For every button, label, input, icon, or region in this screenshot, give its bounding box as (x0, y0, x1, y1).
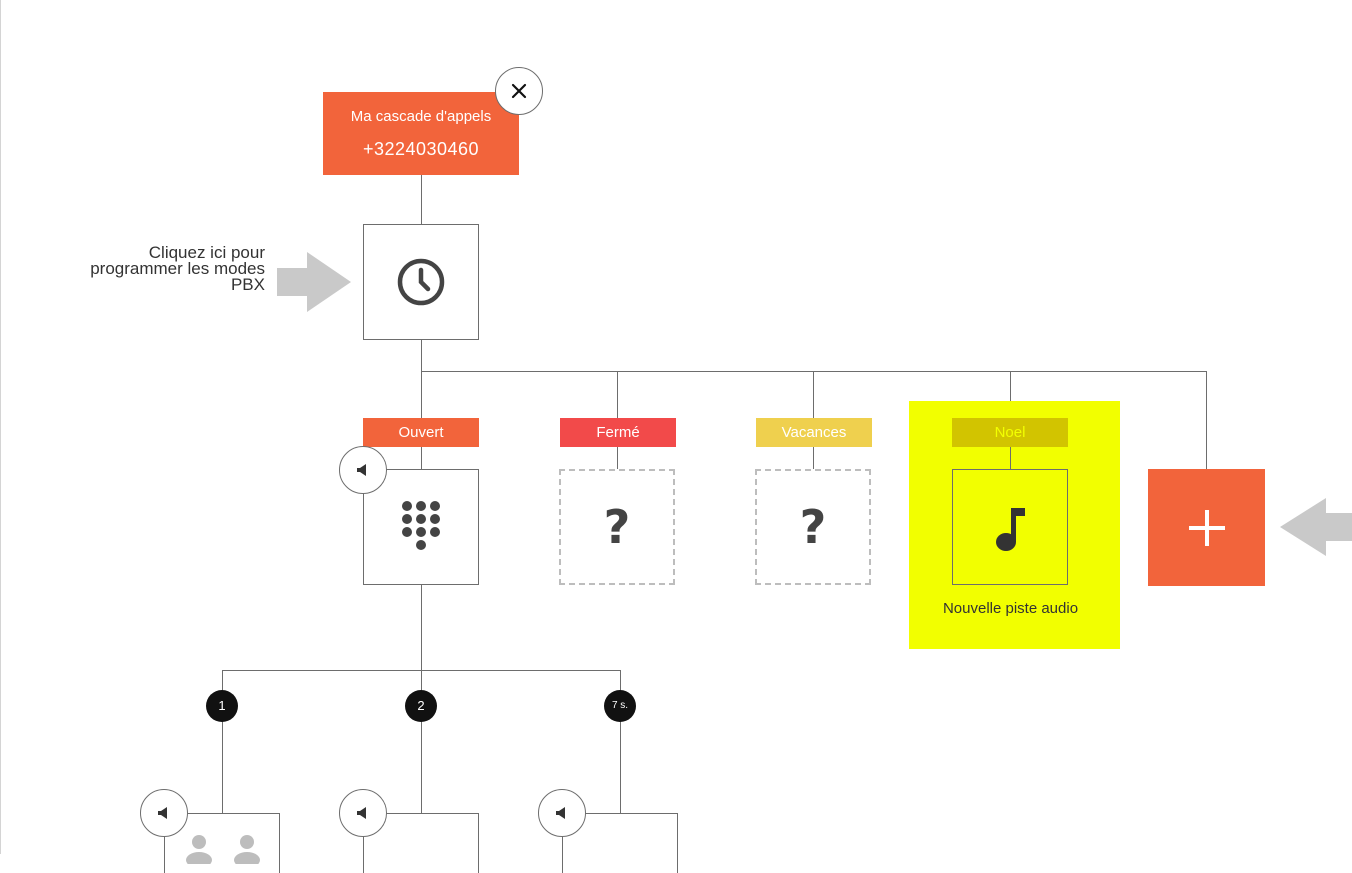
music-note-icon (996, 508, 1025, 551)
audio-prompt-button[interactable] (538, 789, 586, 837)
connector (620, 670, 621, 814)
close-button[interactable] (495, 67, 543, 115)
question-mark-icon: ? (603, 500, 631, 554)
connector (421, 175, 422, 224)
left-border (0, 0, 1, 854)
question-mark-icon: ? (799, 500, 827, 554)
step-badge: 7 s. (604, 690, 636, 722)
close-icon (511, 83, 527, 99)
connector (617, 447, 618, 469)
audio-prompt-button[interactable] (140, 789, 188, 837)
plus-icon (1188, 509, 1225, 546)
connector (421, 339, 422, 419)
arrow-left-icon (1280, 498, 1352, 556)
audio-track-caption: Nouvelle piste audio (942, 600, 1079, 617)
speaker-icon (357, 464, 366, 476)
connector (1010, 447, 1011, 469)
schedule-button[interactable] (363, 224, 479, 340)
audio-prompt-button[interactable] (339, 446, 387, 494)
connector (1206, 371, 1207, 469)
mode-tag-ferme[interactable]: Fermé (560, 418, 676, 447)
audio-prompt-button[interactable] (339, 789, 387, 837)
call-flow-number: +3224030460 (362, 139, 480, 159)
call-flow-root-card[interactable]: Ma cascade d'appels +3224030460 (323, 92, 519, 175)
hint-line: programmer les modes (90, 259, 265, 278)
step-badge: 2 (405, 690, 437, 722)
clock-icon (397, 258, 445, 306)
hint-line: PBX (230, 275, 265, 294)
connector (813, 447, 814, 469)
schedule-hint: Cliquez ici pour programmer les modes PB… (40, 243, 265, 294)
dialpad-icon (402, 501, 440, 550)
speaker-icon (158, 807, 167, 819)
connector (222, 670, 223, 814)
audio-track-box[interactable] (952, 469, 1068, 585)
connector (421, 447, 422, 469)
mode-tag-ouvert[interactable]: Ouvert (363, 418, 479, 447)
step-badge: 1 (206, 690, 238, 722)
call-flow-name: Ma cascade d'appels (350, 108, 492, 125)
hint-line: Cliquez ici pour (148, 243, 265, 262)
add-mode-button[interactable] (1148, 469, 1265, 586)
mode-tag-vacances[interactable]: Vacances (756, 418, 872, 447)
empty-slot-ferme[interactable]: ? (559, 469, 675, 585)
connector (421, 670, 422, 814)
empty-slot-vacances[interactable]: ? (755, 469, 871, 585)
ivr-menu-box[interactable] (363, 469, 479, 585)
connector (421, 585, 422, 671)
arrow-right-icon (277, 252, 351, 312)
speaker-icon (357, 807, 366, 819)
speaker-icon (556, 807, 565, 819)
mode-tag-noel[interactable]: Noel (952, 418, 1068, 447)
connector (421, 371, 1207, 372)
